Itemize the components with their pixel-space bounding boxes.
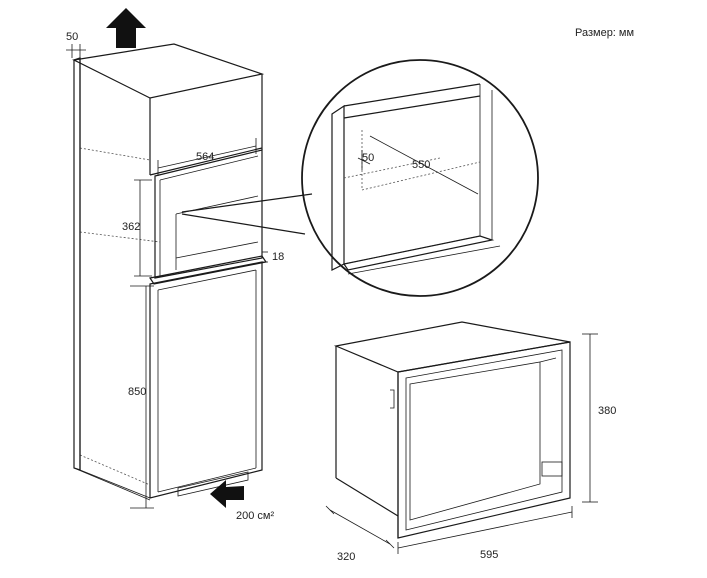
- dim-niche-height: 362: [122, 221, 140, 233]
- dim-oven-depth: 320: [337, 551, 355, 563]
- dim-detail-depth: 550: [412, 159, 430, 171]
- built-in-oven: [333, 321, 571, 539]
- size-note: Размер: мм: [575, 27, 634, 39]
- callout-connector: [181, 193, 313, 235]
- dim-oven-height: 380: [598, 405, 616, 417]
- tall-cabinet: [72, 43, 267, 501]
- oven-dimensions: [325, 333, 598, 554]
- arrow-left-icon: [210, 480, 244, 508]
- dim-lower-height: 850: [128, 386, 146, 398]
- dim-oven-width: 595: [480, 549, 498, 561]
- arrow-up-icon: [106, 8, 146, 48]
- dim-detail-setback: 50: [362, 152, 374, 164]
- dim-vent-area: 200 см²: [236, 510, 274, 522]
- cabinet-dimensions: [66, 44, 268, 509]
- dim-niche-width: 564: [196, 151, 214, 163]
- dim-cabinet-gap: 50: [66, 31, 78, 43]
- detail-magnifier: [301, 59, 539, 297]
- dim-shelf-thickness: 18: [272, 251, 284, 263]
